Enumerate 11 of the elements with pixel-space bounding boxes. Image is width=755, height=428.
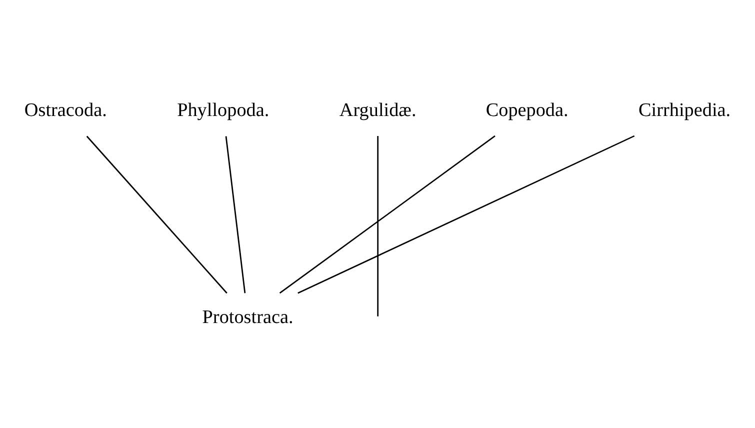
connector (86, 135, 228, 294)
node-text: Ostracoda. (24, 100, 107, 121)
connector (377, 136, 379, 316)
connector (279, 134, 496, 294)
node-text: Copepoda. (486, 100, 568, 121)
node-text: Argulidæ. (339, 100, 416, 121)
connector (225, 136, 246, 293)
node-text: Protostraca. (202, 306, 294, 328)
node-text: Cirrhipedia. (638, 100, 731, 121)
node-text: Phyllopoda. (177, 100, 270, 121)
connector (298, 134, 635, 294)
